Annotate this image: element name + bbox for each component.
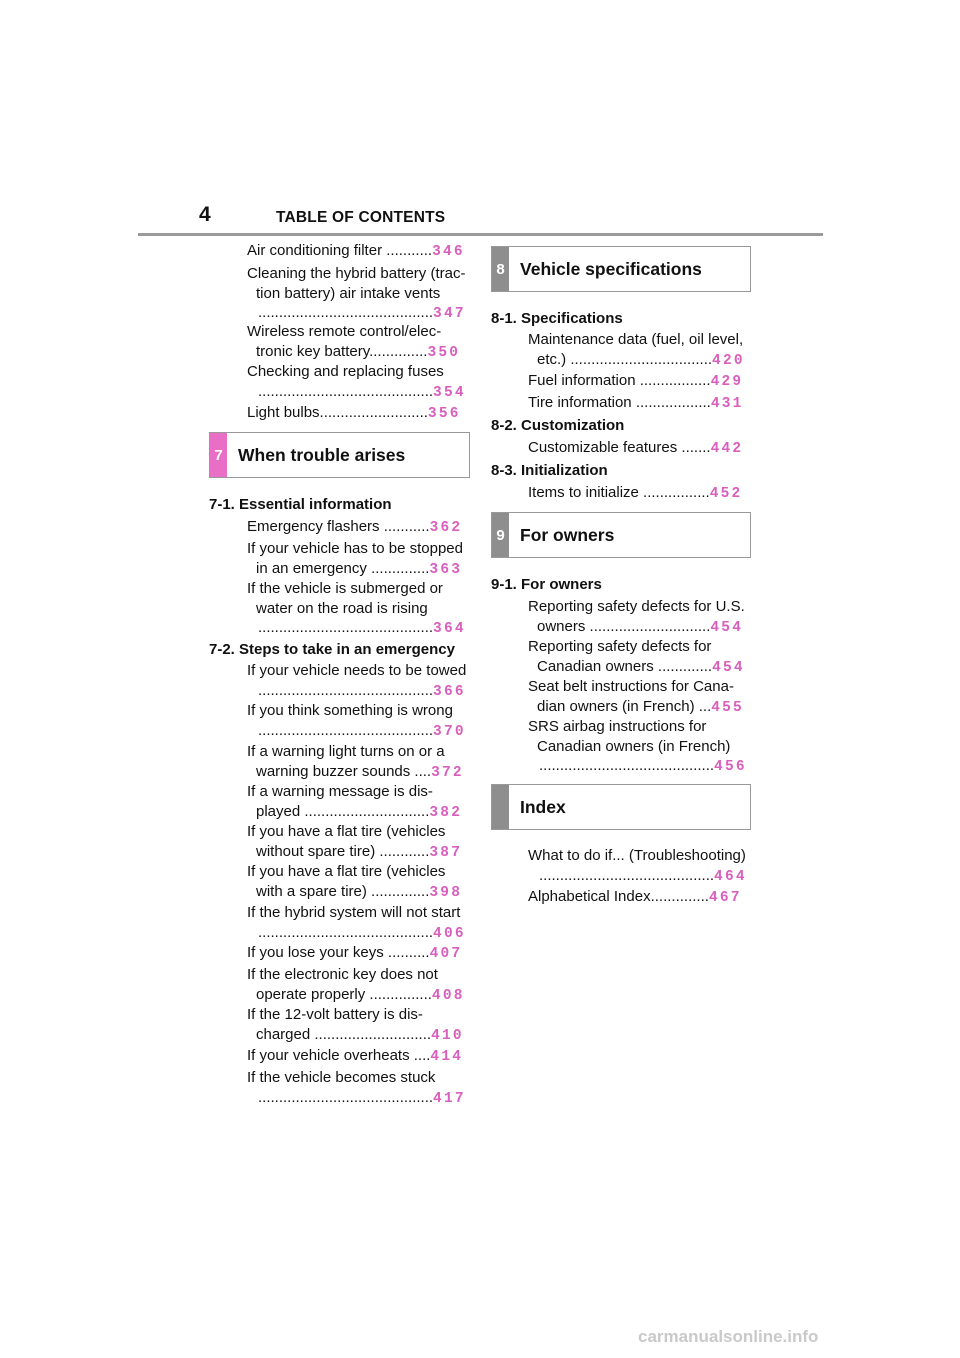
chapter-tab: 7 (210, 433, 227, 477)
toc-entry[interactable]: If a warning message is dis- played ....… (247, 783, 463, 821)
section-heading: 9-1. For owners (491, 576, 602, 593)
toc-entry[interactable]: Checking and replacing fuses ...........… (247, 363, 466, 401)
toc-entry[interactable]: If your vehicle overheats ....414 (247, 1047, 464, 1065)
toc-entry[interactable]: If you think something is wrong ........… (247, 702, 466, 740)
chapter-tab: 9 (492, 513, 509, 557)
toc-entry[interactable]: Air conditioning filter ...........346 (247, 242, 465, 260)
toc-entry[interactable]: If the electronic key does not operate p… (247, 966, 465, 1004)
page-link[interactable]: 363 (429, 561, 463, 578)
page-link[interactable]: 407 (429, 946, 463, 962)
toc-entry[interactable]: Customizable features .......442 (528, 439, 744, 457)
toc-entry[interactable]: If your vehicle has to be stopped in an … (247, 540, 463, 578)
toc-entry[interactable]: If your vehicle needs to be towed ......… (247, 662, 467, 700)
section-heading: 7-1. Essential information (209, 496, 392, 513)
page-link[interactable]: 414 (430, 1049, 464, 1065)
chapter-tab: 8 (492, 247, 509, 291)
section-heading: 7-2. Steps to take in an emergency (209, 641, 455, 658)
toc-entry[interactable]: If the vehicle becomes stuck ...........… (247, 1069, 466, 1107)
page-link[interactable]: 455 (711, 699, 744, 716)
page-link[interactable]: 370 (433, 723, 466, 740)
toc-entry[interactable]: Maintenance data (fuel, oil level, etc.)… (528, 331, 745, 369)
page-link[interactable]: 356 (427, 406, 461, 422)
page-link[interactable]: 387 (429, 844, 463, 861)
watermark: carmanualsonline.info (638, 1327, 819, 1346)
section-heading: 8-2. Customization (491, 417, 625, 434)
page-link[interactable]: 429 (710, 374, 744, 390)
toc-entry[interactable]: Reporting safety defects for Canadian ow… (528, 638, 745, 676)
page-link[interactable]: 442 (710, 441, 744, 457)
page-link[interactable]: 362 (429, 520, 463, 536)
toc-entry[interactable]: Reporting safety defects for U.S. owners… (528, 598, 745, 636)
toc-entry[interactable]: Light bulbs..........................356 (247, 404, 461, 422)
page-link[interactable]: 452 (709, 486, 743, 502)
toc-entry[interactable]: Alphabetical Index..............467 (528, 888, 742, 906)
page-link[interactable]: 456 (714, 759, 747, 776)
page-link[interactable]: 354 (433, 384, 466, 401)
page-link[interactable]: 346 (432, 244, 465, 260)
chapter-8-box[interactable]: 8 Vehicle specifications (491, 246, 751, 292)
index-chapter-box[interactable]: Index (491, 784, 751, 830)
toc-entry[interactable]: If the hybrid system will not start ....… (247, 904, 466, 942)
page-link[interactable]: 350 (427, 344, 461, 361)
toc-entry[interactable]: Fuel information .................429 (528, 372, 744, 390)
toc-entry[interactable]: If the vehicle is submerged or water on … (247, 580, 466, 638)
page-link[interactable]: 454 (712, 659, 745, 676)
header-rule (138, 233, 823, 236)
chapter-title: For owners (520, 525, 615, 545)
page-link[interactable]: 431 (710, 396, 744, 412)
page-link[interactable]: 372 (431, 764, 464, 781)
page-number: 4 (199, 203, 211, 226)
toc-entry[interactable]: Wireless remote control/elec- tronic key… (247, 323, 461, 361)
chapter-7-box[interactable]: 7 When trouble arises (209, 432, 470, 478)
toc-entry[interactable]: Cleaning the hybrid battery (trac- tion … (247, 265, 466, 323)
toc-entry[interactable]: Emergency flashers ...........362 (247, 518, 463, 536)
chapter-tab (492, 785, 509, 829)
page-link[interactable]: 408 (431, 987, 465, 1004)
page-link[interactable]: 417 (433, 1090, 466, 1107)
toc-entry[interactable]: If a warning light turns on or a warning… (247, 743, 464, 781)
page-link[interactable]: 406 (433, 925, 466, 942)
toc-entry[interactable]: Tire information ..................431 (528, 394, 744, 412)
toc-entry[interactable]: SRS airbag instructions for Canadian own… (528, 718, 747, 776)
page-link[interactable]: 420 (712, 352, 745, 369)
section-heading: 8-1. Specifications (491, 310, 623, 327)
toc-entry[interactable]: If you have a flat tire (vehicles with a… (247, 863, 463, 901)
toc-entry[interactable]: If you lose your keys ..........407 (247, 944, 463, 962)
page-link[interactable]: 410 (431, 1027, 464, 1044)
page-link[interactable]: 366 (433, 683, 466, 700)
toc-entry[interactable]: Seat belt instructions for Cana- dian ow… (528, 678, 744, 716)
page-link[interactable]: 464 (714, 868, 747, 885)
section-heading: 8-3. Initialization (491, 462, 608, 479)
page-link[interactable]: 454 (710, 619, 744, 636)
toc-entry[interactable]: Items to initialize ................452 (528, 484, 743, 502)
page-link[interactable]: 382 (429, 804, 463, 821)
chapter-9-box[interactable]: 9 For owners (491, 512, 751, 558)
toc-entry[interactable]: What to do if... (Troubleshooting) .....… (528, 847, 747, 885)
page-link[interactable]: 347 (433, 306, 466, 323)
page-title: TABLE OF CONTENTS (276, 209, 446, 226)
page-link[interactable]: 364 (433, 621, 466, 638)
toc-entry[interactable]: If you have a flat tire (vehicles withou… (247, 823, 463, 861)
page-link[interactable]: 398 (429, 884, 463, 901)
toc-entry[interactable]: If the 12-volt battery is dis- charged .… (247, 1006, 464, 1044)
chapter-title: When trouble arises (238, 445, 406, 465)
page-link[interactable]: 467 (708, 890, 742, 906)
chapter-title: Vehicle specifications (520, 259, 702, 279)
chapter-title: Index (520, 797, 566, 817)
